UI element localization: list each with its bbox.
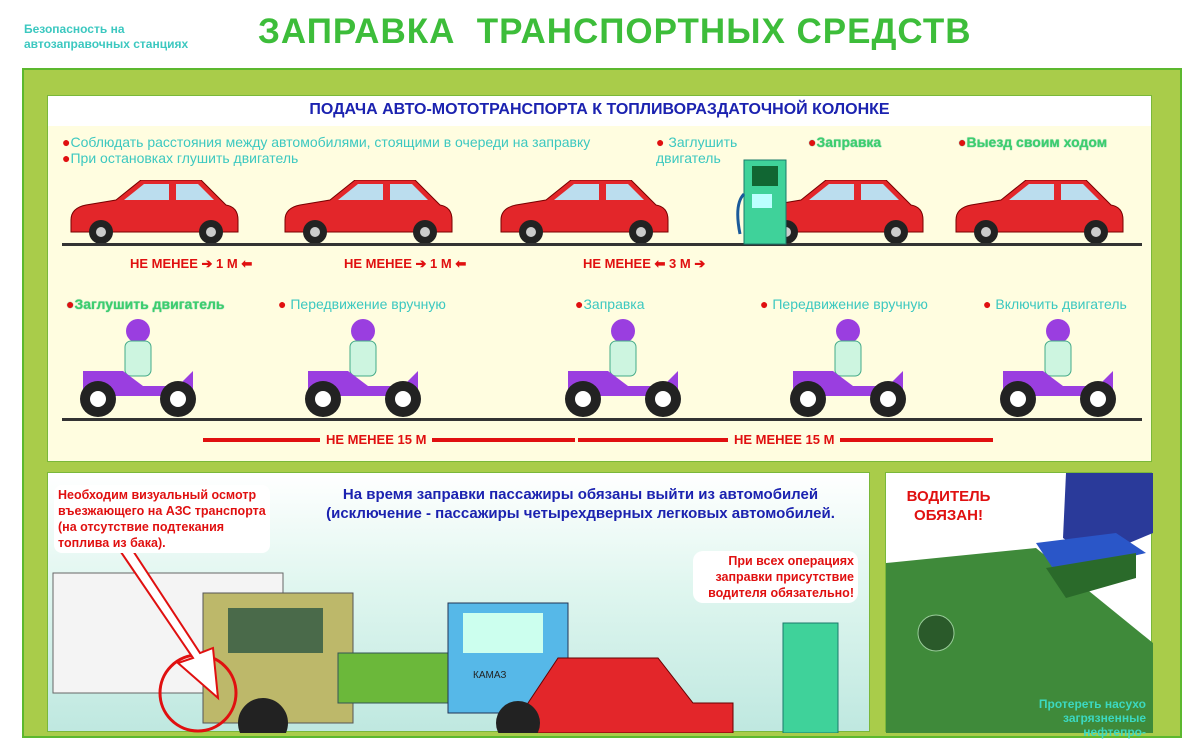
car-illustration (496, 179, 671, 250)
truck-brand: КАМАЗ (473, 670, 506, 681)
passenger-rule: На время заправки пассажиры обязаны выйт… (326, 486, 835, 522)
road-line (62, 418, 1142, 421)
panel-heading: ПОДАЧА АВТО-МОТОТРАНСПОРТА К ТОПЛИВОРАЗД… (48, 96, 1151, 126)
motorcycle-illustration (558, 311, 688, 426)
fuel-nozzle-illustration (886, 473, 1153, 733)
road-line (62, 243, 1142, 246)
pointer-arrow-icon (106, 533, 220, 701)
car-illustration (951, 179, 1126, 250)
note: ● Передвижение вручную (760, 296, 928, 312)
poster-title: ЗАПРАВКА ТРАНСПОРТНЫХ СРЕДСТВ (258, 12, 972, 51)
trucks-illustration: КАМАЗ (52, 572, 839, 733)
motorcycle-illustration (783, 311, 913, 426)
note: ●Соблюдать расстояния между автомобилями… (62, 134, 591, 166)
motorcycle-illustration (73, 311, 203, 426)
distance-label: НЕ МЕНЕЕ 15 М (728, 432, 841, 447)
vehicle-approach-panel: ПОДАЧА АВТО-МОТОТРАНСПОРТА К ТОПЛИВОРАЗД… (47, 95, 1152, 462)
note: ●Заглушить двигатель (66, 296, 225, 312)
subtitle-line: автозаправочных станциях (24, 37, 189, 51)
note: ●Заправка (808, 134, 882, 150)
note: ●Заправка (575, 296, 645, 312)
note: ● Заглушить двигатель (656, 134, 738, 166)
distance-label: НЕ МЕНЕЕ ➔ 1 М ⬅ (130, 256, 253, 271)
car-illustration (280, 179, 455, 250)
car-illustration (66, 179, 241, 250)
subtitle-line: Безопасность на (24, 22, 125, 36)
fuel-pump-icon (736, 159, 787, 245)
distance-label: НЕ МЕНЕЕ ➔ 1 М ⬅ (344, 256, 467, 271)
distance-label: НЕ МЕНЕЕ 15 М (320, 432, 433, 447)
note: ●Выезд своим ходом (958, 134, 1108, 150)
motorcycle-illustration (993, 311, 1123, 426)
motorcycle-illustration (298, 311, 428, 426)
note: ● Передвижение вручную (278, 296, 446, 312)
distance-label: НЕ МЕНЕЕ ⬅ 3 М ➔ (583, 256, 706, 271)
note: ● Включить двигатель (983, 296, 1127, 312)
